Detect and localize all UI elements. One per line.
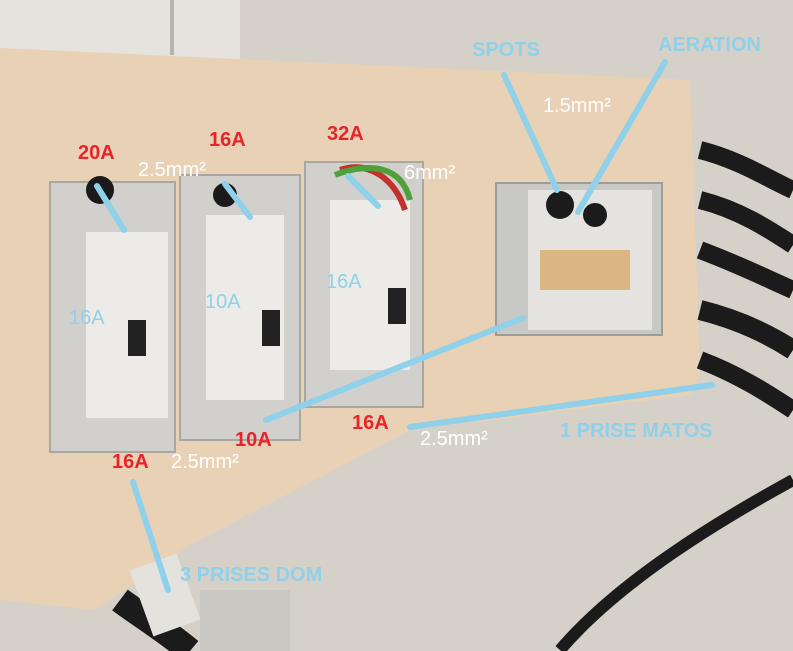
- label-breaker-mid-inner: 10A: [205, 291, 241, 313]
- label-wire-mid-top: 2.5mm²: [138, 159, 206, 181]
- pointer-spots: [501, 72, 560, 193]
- wall-seam: [170, 0, 174, 55]
- label-aeration: AERATION: [658, 34, 761, 56]
- label-breaker-right-inner: 16A: [326, 271, 362, 293]
- breaker-enclosure-left: [49, 176, 176, 453]
- pointer-aeration: [575, 59, 668, 215]
- cable-tag: [129, 553, 201, 637]
- breaker-enclosure-middle: [179, 174, 301, 441]
- label-breaker-mid-rating: 16A: [209, 129, 246, 151]
- pointer-left-breaker: [94, 183, 127, 233]
- pointer-10a: [263, 315, 526, 423]
- label-prise-matos: 1 PRISE MATOS: [560, 420, 713, 442]
- label-breaker-left-rating: 20A: [78, 142, 115, 164]
- label-bottom-left-wire: 2.5mm²: [171, 451, 239, 473]
- label-bottom-left-rating: 16A: [112, 451, 149, 473]
- pointer-lines: [94, 59, 715, 593]
- pointer-prise-matos: [407, 382, 715, 430]
- label-bottom-right-rating: 16A: [352, 412, 389, 434]
- label-breaker-left-inner: 16A: [69, 307, 105, 329]
- cable-bundle: [555, 141, 793, 651]
- pointer-mid-breaker: [222, 181, 253, 220]
- label-bottom-right-wire: 2.5mm²: [420, 428, 488, 450]
- pointer-prises-dom: [130, 479, 171, 593]
- label-breaker-right-rating: 32A: [327, 123, 364, 145]
- label-wire-box: 1.5mm²: [543, 95, 611, 117]
- lower-socket: [200, 590, 290, 651]
- label-wire-right-top: 6mm²: [404, 162, 456, 184]
- label-prises-dom: 3 PRISES DOM: [180, 564, 323, 586]
- label-spots: SPOTS: [472, 39, 540, 61]
- pointer-right-breaker: [345, 173, 381, 209]
- label-bottom-mid-rating: 10A: [235, 429, 272, 451]
- breaker-enclosure-right: [304, 161, 424, 408]
